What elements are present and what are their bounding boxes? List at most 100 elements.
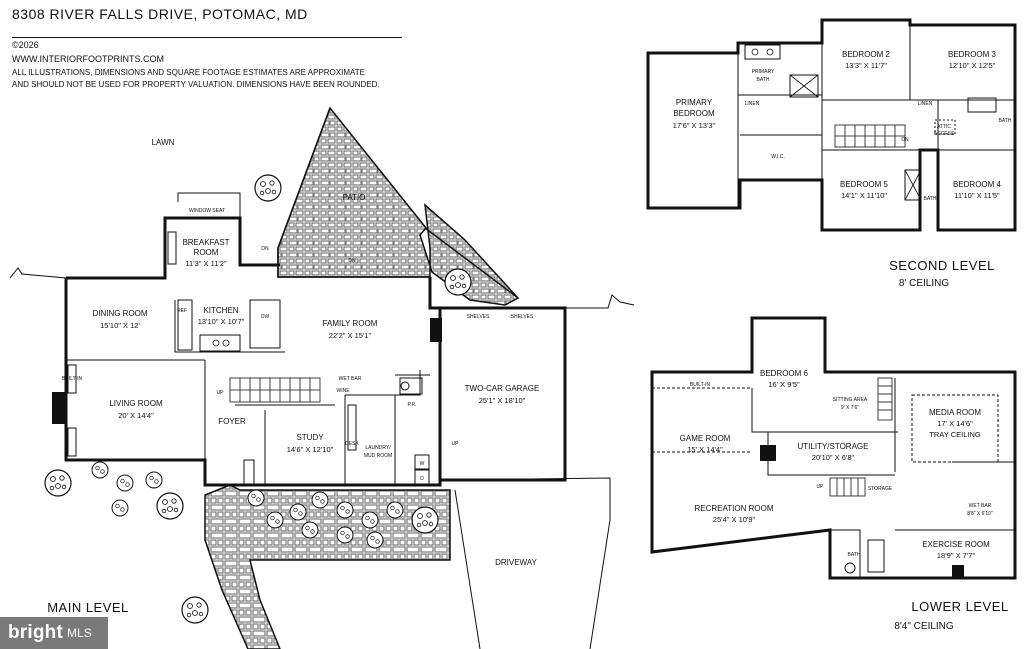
main-level-title: MAIN LEVEL [47,600,129,615]
breakfast-room-label-2: ROOM [194,248,219,257]
laundry-label-2: MUD ROOM [364,453,392,459]
stair-up-label: UP [217,390,225,396]
garage-shelves-1: SHELVES [467,314,490,320]
lower-level-title: LOWER LEVEL [911,599,1008,614]
washer-label: W [420,461,425,467]
patio-stone [277,106,520,306]
study-dims: 14'6" X 12'10" [287,445,334,454]
garage-dims: 25'1" X 18'10" [479,396,526,405]
exercise-room-label: EXERCISE ROOM [922,540,990,549]
wic-label: W.I.C. [771,154,785,160]
second-stairs [834,124,906,148]
driveway-label: DRIVEWAY [495,558,537,567]
media-room-label: MEDIA ROOM [929,408,981,417]
kitchen-dims: 13'10" X 10'7" [198,317,245,326]
family-fireplace [430,318,442,342]
study-label: STUDY [296,433,324,442]
media-room-dims: 17' X 14'6" [937,419,973,428]
family-fp-label: FP [430,324,437,330]
breakfast-dn-label: DN [261,246,269,252]
linen-label-1: LINEN [745,101,760,107]
bedroom-4-dims: 11'10" X 11'5" [954,191,1000,200]
bedroom-3-label: BEDROOM 3 [948,50,997,59]
living-built-in-label: BUILT-IN [62,376,83,382]
attic-label-1: ATTIC [937,124,951,130]
game-room-dims: 15' X 14'4" [687,445,723,454]
lower-level-plan: BEDROOM 6 16' X 9'5" SITTING AREA 9' X 7… [650,316,1017,580]
patio-label: PATIO [343,193,366,202]
living-fireplace [52,392,66,424]
second-level-plan: PRIMARY BEDROOM 17'6" X 13'3" PRIMARY BA… [646,18,1017,232]
primary-bedroom-dims: 17'6" X 13'3" [673,121,716,130]
game-room-label: GAME ROOM [680,434,731,443]
bedroom-5-dims: 14'1" X 11'10" [841,191,887,200]
second-dn-label: DN [901,137,909,143]
utility-storage-dims: 20'10" X 6'8" [812,453,855,462]
tray-ceiling-label: TRAY CEILING [929,430,981,439]
garage-label: TWO-CAR GARAGE [465,384,540,393]
badge-brand: bright [8,622,64,643]
bedroom-6-dims: 16' X 9'5" [768,380,800,389]
front-walk [204,484,451,649]
disclaimer-line-1: ALL ILLUSTRATIONS, DIMENSIONS AND SQUARE… [12,68,365,77]
primary-bath-label-1: PRIMARY [752,69,775,75]
lower-wet-bar-dims: 8'8" X 6'10" [967,511,993,517]
copyright-text: ©2026 [12,40,39,50]
patio-dn-label: DN [348,258,356,264]
lower-level-ceiling: 8'4" CEILING [894,621,954,632]
kitchen-label: KITCHEN [203,306,238,315]
bedroom-2-dims: 13'3" X 11'7" [845,61,887,70]
bright-mls-badge: bright MLS [0,617,108,649]
sitting-area-dims: 9' X 7'6" [841,405,859,411]
lower-up-label: UP [817,484,825,490]
breakfast-room-dims: 11'3" X 11'2" [185,259,227,268]
bedroom-2-label: BEDROOM 2 [842,50,891,59]
primary-bath-label-2: BATH [757,77,770,83]
breakfast-room-label-1: BREAKFAST [182,238,229,247]
bedroom-4-label: BEDROOM 4 [953,180,1002,189]
dw-label: DW [261,314,270,320]
family-room-dims: 22'2" X 15'1" [329,331,372,340]
ref-label: REF [177,308,187,314]
garage-up-label: UP [452,441,460,447]
plan-address: 8308 RIVER FALLS DRIVE, POTOMAC, MD [12,6,308,22]
wine-label: WINE [336,388,350,394]
laundry-label-1: LAUNDRY/ [365,445,391,451]
foyer-label: FOYER [218,417,246,426]
sitting-area-label: SITTING AREA [833,397,868,403]
second-level-title: SECOND LEVEL [889,258,995,273]
dining-room-dims: 15'10" X 12' [100,321,140,330]
disclaimer-line-2: AND SHOULD NOT BE USED FOR PROPERTY VALU… [12,80,380,89]
primary-bedroom-label-1: PRIMARY [676,98,713,107]
recreation-room-label: RECREATION ROOM [695,504,774,513]
linen-label-2: LINEN [918,101,933,107]
lawn-label: LAWN [152,138,175,147]
dryer-label: D [420,476,424,482]
lower-wet-bar-label: WET BAR [969,503,992,509]
main-level-plan: LAWN PATIO DRIVEWAY WINDOW SEAT BREAKFAS… [9,106,635,649]
study-desk-label: DESK [345,441,359,447]
second-level-ceiling: 8' CEILING [899,278,949,289]
powder-room-label: P.R. [407,402,416,408]
main-stairs [229,377,321,403]
window-seat-label: WINDOW SEAT [189,208,225,214]
utility-storage-label: UTILITY/STORAGE [798,442,869,451]
second-bath-label-2: BATH [924,196,937,202]
living-fp-label: FP [61,407,68,413]
header-divider [12,37,402,38]
storage-label: STORAGE [868,486,893,492]
wet-bar-label: WET BAR [339,376,362,382]
website-link[interactable]: WWW.INTERIORFOOTPRINTS.COM [12,54,164,64]
badge-mls: MLS [67,626,92,640]
lower-bath-label: BATH [848,552,861,558]
exercise-room-dims: 18'9" X 7'7" [937,551,976,560]
garage-shelves-2: SHELVES [511,314,534,320]
dining-room-label: DINING ROOM [92,309,147,318]
second-bath-label: BATH [999,118,1012,124]
lower-stairs [829,377,893,497]
family-room-label: FAMILY ROOM [323,319,378,328]
bedroom-5-label: BEDROOM 5 [840,180,889,189]
primary-bedroom-label-2: BEDROOM [673,109,715,118]
bedroom-3-dims: 12'10" X 12'5" [949,61,996,70]
